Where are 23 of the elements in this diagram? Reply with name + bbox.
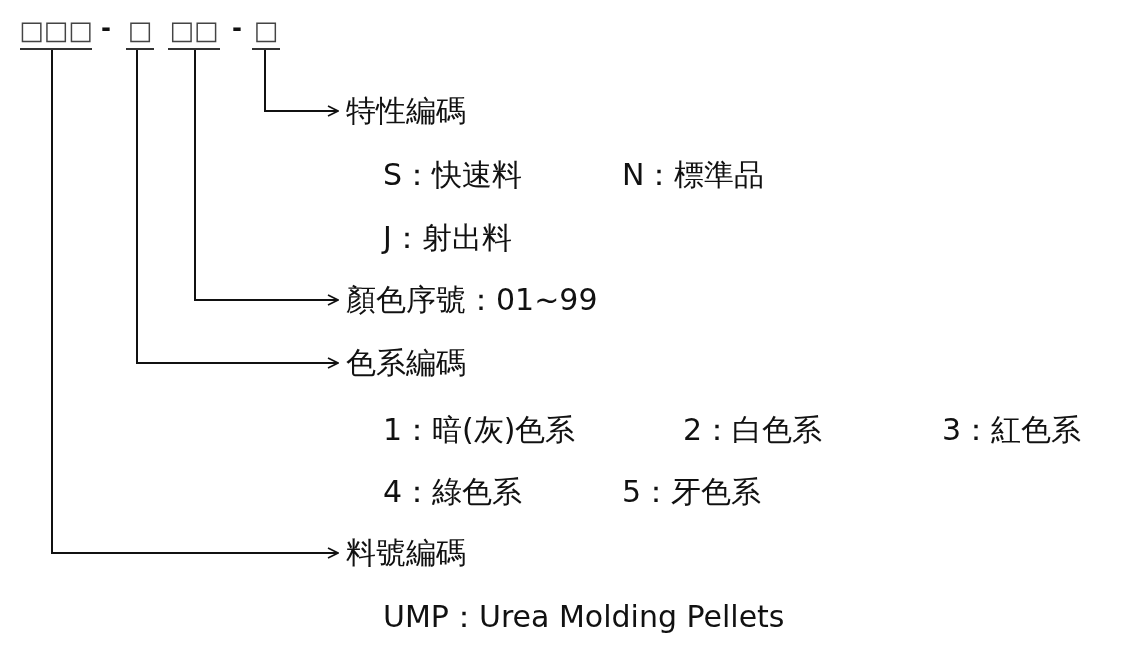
arrow — [264, 49, 339, 117]
code-field-heading: 料號編碼 — [338, 533, 466, 573]
code-option: 5：牙色系 — [622, 472, 762, 512]
fill-in-line: □□ — [168, 12, 220, 50]
fill-in-line: □ — [126, 12, 154, 50]
code-option: UMP：Urea Molding Pellets — [383, 597, 785, 637]
arrow — [51, 49, 339, 559]
separator-dash: - — [101, 16, 111, 40]
code-field-heading: 顏色序號：01~99 — [338, 280, 598, 320]
code-field-heading: 色系編碼 — [338, 343, 466, 383]
code-option: J：射出料 — [383, 218, 512, 258]
code-option: 4：綠色系 — [383, 472, 523, 512]
separator-dash: - — [232, 16, 242, 40]
code-option: 3：紅色系 — [942, 410, 1082, 450]
code-field-heading: 特性編碼 — [338, 91, 466, 131]
code-option: N：標準品 — [622, 155, 765, 195]
fill-in-line: □ — [252, 12, 280, 50]
code-option: S：快速料 — [383, 155, 523, 195]
code-option: 2：白色系 — [683, 410, 823, 450]
arrow — [136, 49, 339, 369]
fill-in-line: □□□ — [20, 12, 92, 50]
arrow — [194, 49, 339, 306]
code-option: 1：暗(灰)色系 — [383, 410, 576, 450]
